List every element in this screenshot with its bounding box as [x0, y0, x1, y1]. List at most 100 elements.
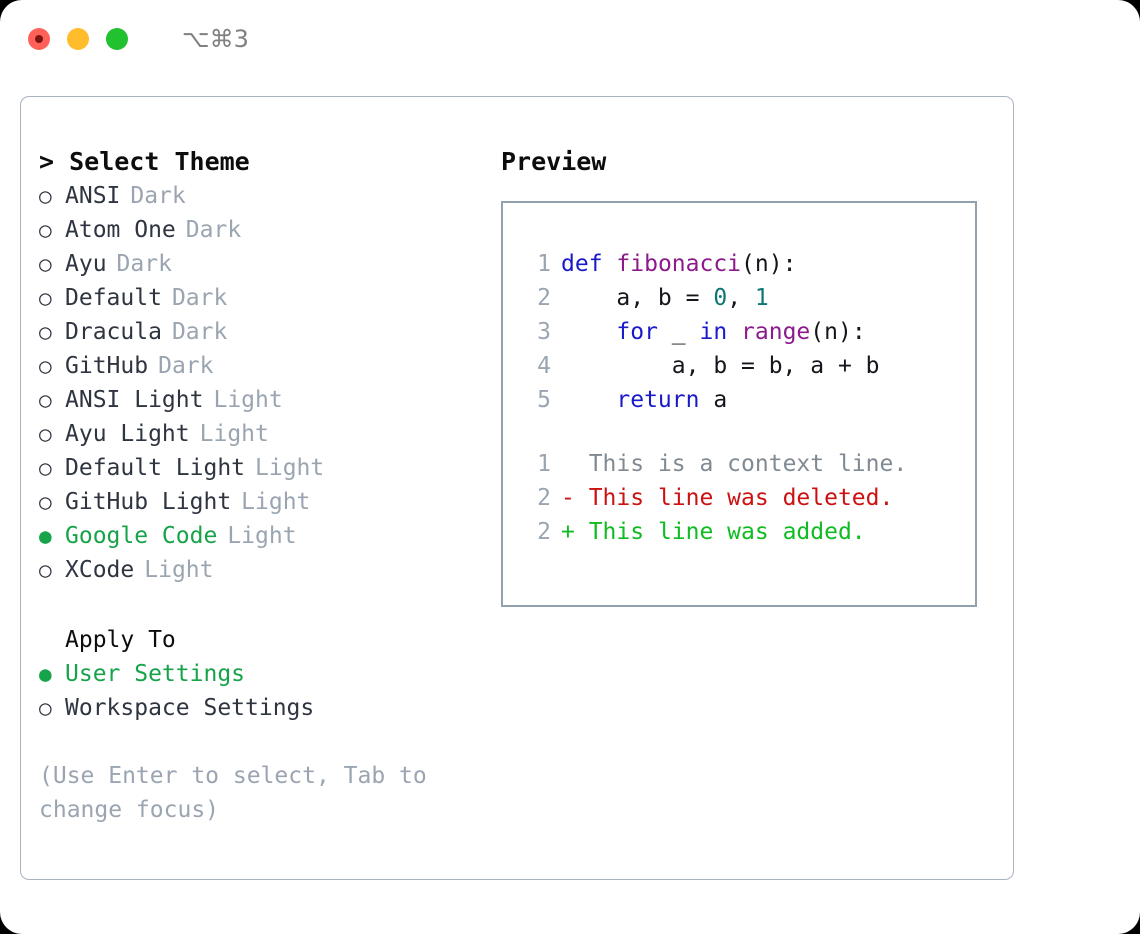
radio-unselected-icon: ○ — [39, 388, 52, 412]
code-token-pl — [561, 319, 616, 345]
radio-unselected-icon: ○ — [39, 558, 52, 582]
code-token-pl: (n): — [810, 319, 866, 345]
maximize-button-icon[interactable] — [106, 28, 128, 50]
line-number: 4 — [537, 353, 551, 379]
radio-unselected-icon: ○ — [39, 286, 52, 310]
code-token-pl: (n): — [741, 251, 797, 277]
code-line: 1 def fibonacci(n): — [519, 247, 975, 281]
select-theme-heading: > Select Theme — [39, 147, 250, 176]
theme-option-label: ANSI — [65, 183, 121, 209]
code-token-pl: a — [699, 387, 728, 413]
radio-unselected-icon: ○ — [39, 320, 52, 344]
line-number: 5 — [537, 387, 551, 413]
apply-to-option-list[interactable]: ● User Settings ○ Workspace Settings — [39, 657, 479, 725]
diff-sample: 1 This is a context line.2- This line wa… — [503, 447, 975, 549]
minimize-button-icon[interactable] — [67, 28, 89, 50]
radio-selected-icon: ● — [39, 662, 52, 686]
diff-line-text: + This line was added. — [561, 515, 866, 549]
theme-variant-badge: Dark — [158, 353, 214, 379]
title-bar: ⌥⌘3 — [0, 0, 1140, 78]
code-token-pl — [727, 319, 741, 345]
code-token-pl: _ — [657, 319, 700, 345]
code-line: 2 a, b = 0, 1 — [519, 281, 975, 315]
theme-option-github[interactable]: ○ GitHub Dark — [39, 349, 479, 383]
section-spacer — [39, 587, 479, 623]
theme-variant-badge: Light — [241, 489, 311, 515]
code-line-text: return a — [561, 383, 727, 417]
code-token-kw: return — [616, 387, 700, 413]
theme-option-label: GitHub Light — [65, 489, 232, 515]
code-token-kw: in — [699, 319, 728, 345]
radio-unselected-icon: ○ — [39, 490, 52, 514]
line-number: 2 — [537, 285, 551, 311]
code-token-pl: , — [727, 285, 755, 311]
theme-option-label: Ayu Light — [65, 421, 190, 447]
theme-option-github-light[interactable]: ○ GitHub Light Light — [39, 485, 479, 519]
diff-line-ctx: 1 This is a context line. — [519, 447, 975, 481]
theme-option-label: ANSI Light — [65, 387, 204, 413]
theme-option-label: Google Code — [65, 523, 218, 549]
code-token-num: 1 — [754, 285, 769, 311]
apply-to-option-label: Workspace Settings — [65, 695, 315, 721]
window-controls — [28, 28, 128, 50]
theme-option-label: XCode — [65, 557, 135, 583]
code-token-fn: fibonacci — [616, 251, 742, 277]
theme-variant-badge: Dark — [130, 183, 186, 209]
theme-option-default-light[interactable]: ○ Default Light Light — [39, 451, 479, 485]
theme-option-label: Default Light — [65, 455, 246, 481]
diff-sign: + — [561, 519, 589, 545]
line-number: 3 — [537, 319, 551, 345]
diff-body: This is a context line. — [588, 451, 908, 477]
code-token-pl — [603, 251, 617, 277]
apply-to-option-user-settings[interactable]: ● User Settings — [39, 657, 479, 691]
radio-unselected-icon: ○ — [39, 354, 52, 378]
diff-sign — [561, 451, 589, 477]
apply-to-option-workspace-settings[interactable]: ○ Workspace Settings — [39, 691, 479, 725]
apply-to-option-label: User Settings — [65, 661, 246, 687]
radio-unselected-icon: ○ — [39, 422, 52, 446]
radio-unselected-icon: ○ — [39, 456, 52, 480]
code-token-pl: a, b = — [561, 285, 714, 311]
line-number: 1 — [537, 251, 551, 277]
theme-option-label: Default — [65, 285, 162, 311]
diff-body: This line was deleted. — [588, 485, 894, 511]
radio-unselected-icon: ○ — [39, 218, 52, 242]
close-button-icon[interactable] — [28, 28, 50, 50]
keyboard-hint-text: (Use Enter to select, Tab to change focu… — [39, 763, 441, 823]
theme-option-label: GitHub — [65, 353, 149, 379]
theme-variant-badge: Dark — [185, 217, 242, 243]
line-number: 1 — [537, 451, 551, 477]
code-line: 4 a, b = b, a + b — [519, 349, 975, 383]
diff-line-text: This is a context line. — [561, 447, 908, 481]
line-number: 2 — [537, 519, 551, 545]
diff-sign: - — [561, 485, 589, 511]
keyboard-shortcut-label: ⌥⌘3 — [182, 25, 249, 53]
diff-body: This line was added. — [588, 519, 866, 545]
code-line-text: a, b = b, a + b — [561, 349, 880, 383]
theme-variant-badge: Light — [255, 455, 325, 481]
preview-heading: Preview — [501, 147, 607, 176]
code-line-text: a, b = 0, 1 — [561, 281, 769, 315]
code-line-text: for _ in range(n): — [561, 315, 866, 349]
radio-unselected-icon: ○ — [39, 696, 52, 720]
code-token-kw: for — [616, 319, 658, 345]
line-number: 2 — [537, 485, 551, 511]
code-token-kw: def — [561, 251, 603, 277]
code-line-text: def fibonacci(n): — [561, 247, 796, 281]
diff-line-del: 2- This line was deleted. — [519, 481, 975, 515]
